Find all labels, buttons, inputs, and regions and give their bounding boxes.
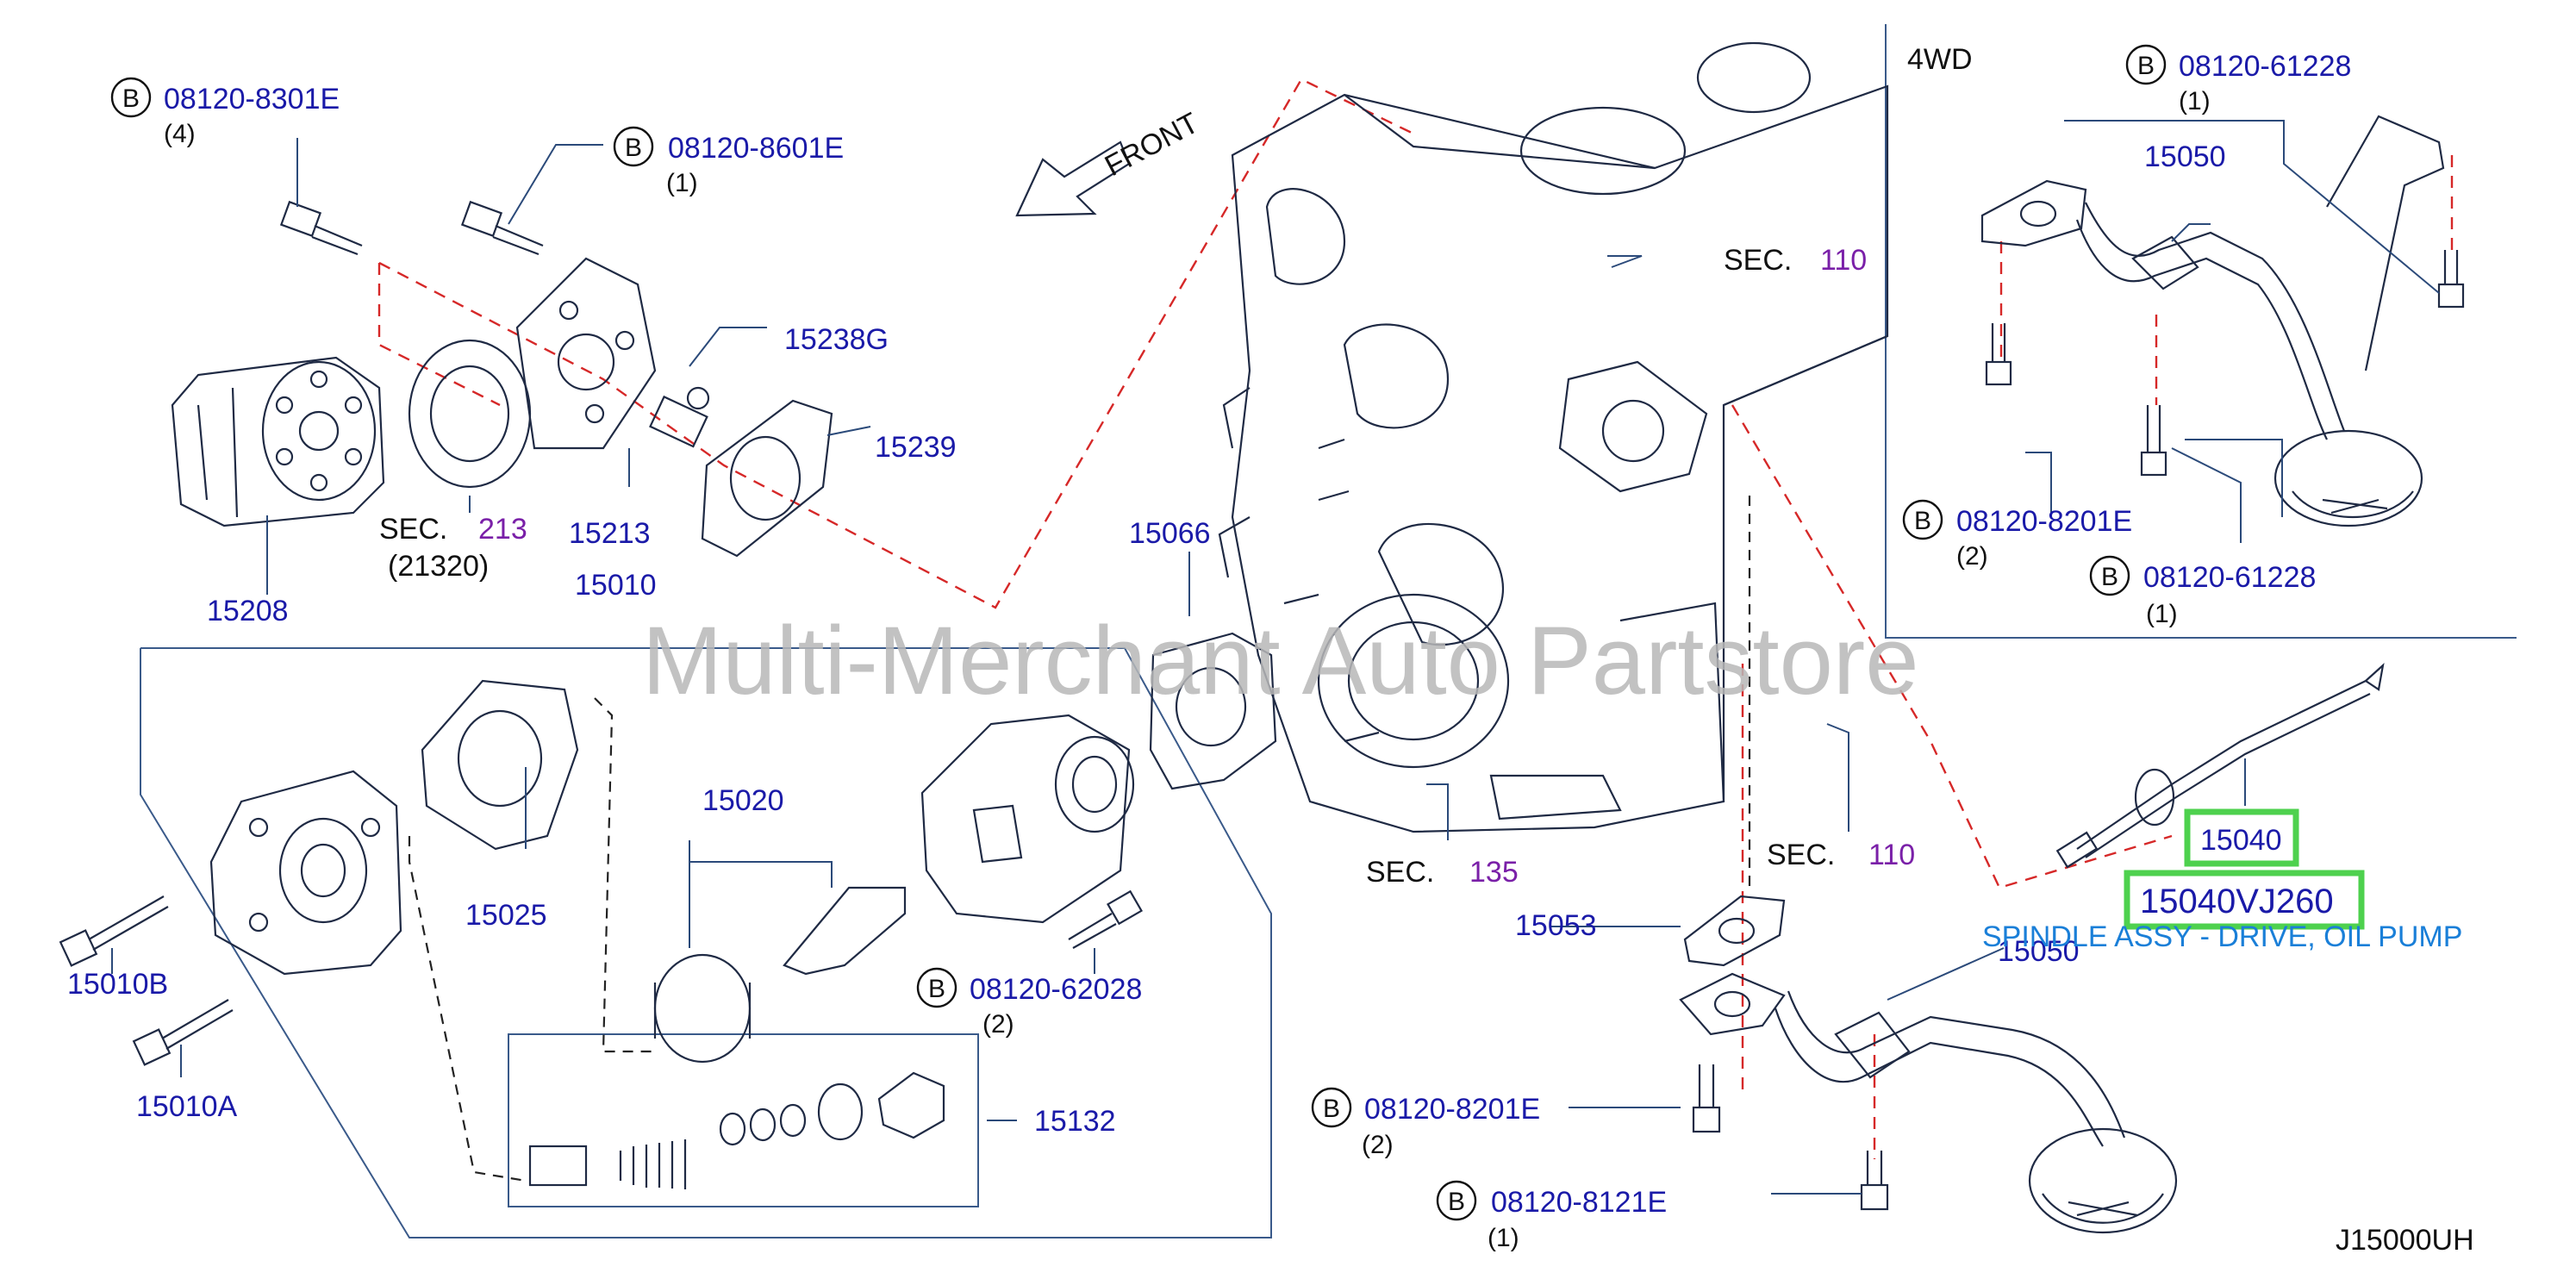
part-number-08120-8601E[interactable]: 08120-8601E xyxy=(668,132,844,165)
badge-b-4wd-top xyxy=(2125,44,2167,85)
gasket-15066-hole xyxy=(1175,666,1247,747)
highlight-box-15040 xyxy=(2184,808,2299,867)
rotor-15020-drawing xyxy=(653,886,907,1064)
part-number-15208[interactable]: 15208 xyxy=(207,595,289,627)
pump-cover-left xyxy=(209,770,402,976)
pump-body-drawing xyxy=(920,714,1135,924)
sec-213-label: SEC. xyxy=(379,513,447,546)
gasket-15066 xyxy=(1149,632,1277,790)
sec-135-label: SEC. xyxy=(1366,856,1434,889)
badge-b-bolt-c-letter: B xyxy=(1323,1095,1340,1123)
bolts-4wd-drawing xyxy=(1985,250,2465,477)
badge-b-bolt-d-letter: B xyxy=(1448,1188,1465,1216)
qty-08120-8601E: (1) xyxy=(666,169,698,197)
badge-b-bolt-e xyxy=(916,967,957,1008)
oem-number-15040VJ260[interactable]: 15040VJ260 xyxy=(2140,883,2334,920)
part-number-08120-8201E-4wd[interactable]: 08120-8201E xyxy=(1956,505,2132,538)
bolt-08120-62028-drawing xyxy=(1068,889,1143,949)
bolt-08120-8201E-drawing xyxy=(1692,1064,1721,1133)
badge-b-bolt-a xyxy=(110,77,152,118)
badge-b-4wd-bottom xyxy=(2089,555,2130,596)
part-number-15213[interactable]: 15213 xyxy=(569,517,651,550)
gasket-15025-drawing xyxy=(421,679,579,851)
part-number-15238G[interactable]: 15238G xyxy=(784,323,889,356)
badge-b-bolt-d xyxy=(1436,1180,1477,1221)
part-number-15053[interactable]: 15053 xyxy=(1515,909,1597,942)
pickup-tube-main xyxy=(1679,972,2178,1234)
part-number-15010B[interactable]: 15010B xyxy=(67,968,168,1001)
box-4wd-title: 4WD xyxy=(1907,43,1973,76)
gasket-15239-hole xyxy=(729,435,801,521)
sec-135-number[interactable]: 135 xyxy=(1469,856,1519,889)
qty-08120-8201E: (2) xyxy=(1362,1131,1394,1159)
sec-213-sub: (21320) xyxy=(388,550,489,583)
badge-b-4wd-left xyxy=(1902,499,1943,540)
leader-lines xyxy=(111,120,2440,1195)
part-number-08120-62028[interactable]: 08120-62028 xyxy=(970,973,1142,1006)
badge-b-bolt-b-letter: B xyxy=(625,134,642,162)
bolt-15010B-drawing xyxy=(59,895,169,967)
bolt-08120-8301E-drawing xyxy=(279,200,363,256)
route-dashed-bolt xyxy=(377,263,501,407)
sec-110-bottom-number[interactable]: 110 xyxy=(1868,839,1915,871)
part-number-15025[interactable]: 15025 xyxy=(465,899,547,932)
badge-b-4wd-left-letter: B xyxy=(1914,507,1931,535)
sec-110-top-number[interactable]: 110 xyxy=(1820,244,1867,277)
part-number-15050-4wd[interactable]: 15050 xyxy=(2144,140,2226,173)
part-number-08120-8201E[interactable]: 08120-8201E xyxy=(1364,1093,1540,1126)
route-dashed-pump-mid xyxy=(594,697,655,1053)
part-number-15050-main[interactable]: 15050 xyxy=(1998,935,2080,968)
route-dashed-filter-to-block xyxy=(378,78,1414,609)
watermark: Multi-Merchant Auto Partstore xyxy=(642,607,1918,714)
badge-b-4wd-top-letter: B xyxy=(2137,52,2155,80)
part-number-08120-8301E[interactable]: 08120-8301E xyxy=(164,83,340,115)
frame-oil-pump-assembly xyxy=(140,647,1272,1238)
part-number-15020[interactable]: 15020 xyxy=(702,784,784,817)
bolt-15010A-drawing xyxy=(132,999,234,1066)
part-number-15066[interactable]: 15066 xyxy=(1129,517,1211,550)
relief-valve-parts xyxy=(528,1071,945,1189)
sec-110-bottom-label: SEC. xyxy=(1767,839,1835,871)
bolt-08120-8601E-drawing xyxy=(460,200,544,256)
route-dashed-pump-left xyxy=(408,836,527,1182)
part-number-08120-61228-top[interactable]: 08120-61228 xyxy=(2179,50,2351,83)
qty-08120-8301E: (4) xyxy=(164,120,196,148)
qty-08120-62028: (2) xyxy=(982,1010,1014,1039)
engine-block xyxy=(1218,41,1889,833)
highlight-box-oem xyxy=(2124,870,2365,930)
qty-08120-8121E: (1) xyxy=(1488,1224,1519,1252)
qty-08120-61228-bottom: (1) xyxy=(2146,600,2178,628)
part-number-15239[interactable]: 15239 xyxy=(875,431,957,464)
route-dashed-spindle xyxy=(1731,404,2173,889)
part-number-15010[interactable]: 15010 xyxy=(575,569,657,602)
part-number-08120-61228-bottom[interactable]: 08120-61228 xyxy=(2143,561,2316,594)
part-number-08120-8121E[interactable]: 08120-8121E xyxy=(1491,1186,1667,1219)
pickup-tube-4wd xyxy=(1980,115,2445,527)
gasket-15053-drawing xyxy=(1683,895,1786,967)
filter-adapter xyxy=(408,257,657,489)
qty-08120-8201E-4wd: (2) xyxy=(1956,542,1988,571)
part-number-15132[interactable]: 15132 xyxy=(1034,1105,1116,1138)
bolt-08120-8121E-drawing xyxy=(1860,1151,1889,1211)
sec-110-top-label: SEC. xyxy=(1724,244,1792,277)
diagram-code: J15000UH xyxy=(2336,1224,2474,1257)
part-number-15010A[interactable]: 15010A xyxy=(136,1090,238,1123)
part-15213-drawing xyxy=(649,386,710,448)
front-label: FRONT xyxy=(1100,107,1204,184)
part-description: SPINDLE ASSY - DRIVE, OIL PUMP xyxy=(1982,920,2462,953)
badge-b-bolt-a-letter: B xyxy=(122,84,140,113)
badge-b-4wd-bottom-letter: B xyxy=(2101,563,2118,591)
oil-filter-15208 xyxy=(171,356,385,527)
part-number-15040[interactable]: 15040 xyxy=(2200,824,2282,857)
spindle-15040-drawing xyxy=(2055,663,2385,869)
front-arrow xyxy=(1015,140,1131,217)
badge-b-bolt-e-letter: B xyxy=(928,975,945,1003)
badge-b-bolt-c xyxy=(1311,1087,1352,1128)
frame-4wd xyxy=(1885,24,2517,639)
sec-213-number[interactable]: 213 xyxy=(478,513,527,546)
badge-b-bolt-b xyxy=(613,126,654,167)
gasket-15239 xyxy=(701,399,833,558)
qty-08120-61228-top: (1) xyxy=(2179,87,2211,115)
